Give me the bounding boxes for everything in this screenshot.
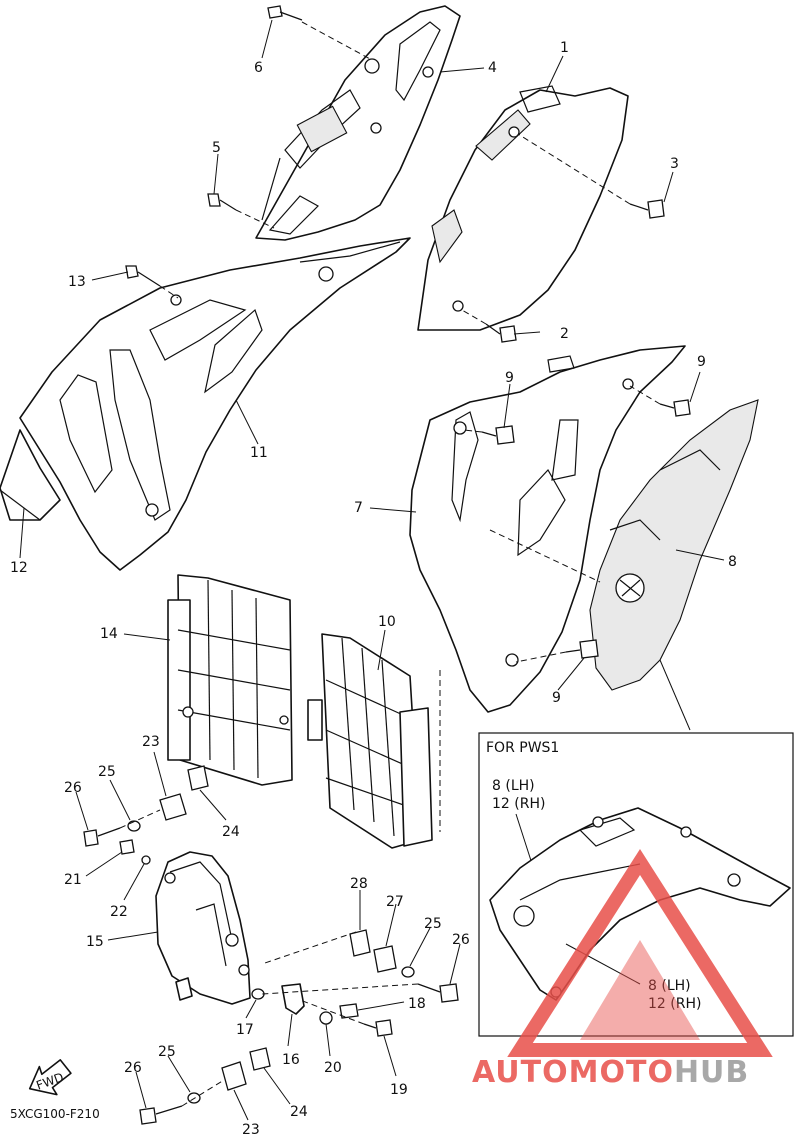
assembly-lines bbox=[119, 21, 661, 1107]
callout-19: 19 bbox=[390, 1082, 408, 1098]
watermark-inner-triangle-icon bbox=[580, 940, 700, 1040]
callout-26c: 26 bbox=[124, 1060, 142, 1076]
part-11-left-shroud bbox=[19, 237, 411, 571]
callout-28: 28 bbox=[350, 876, 368, 892]
watermark-text-secondary: HUB bbox=[674, 1055, 749, 1090]
callout-13: 13 bbox=[68, 274, 86, 290]
callout-26b: 26 bbox=[452, 932, 470, 948]
callout-14: 14 bbox=[100, 626, 118, 642]
hardware-bolts bbox=[83, 5, 691, 1125]
callout-3: 3 bbox=[670, 156, 679, 172]
callout-2: 2 bbox=[560, 326, 569, 342]
callout-8: 8 bbox=[728, 554, 737, 570]
inset-label-top-2: 12 (RH) bbox=[492, 796, 545, 812]
callout-23a: 23 bbox=[142, 734, 160, 750]
part-12-left-graphic bbox=[0, 429, 61, 521]
callout-22: 22 bbox=[110, 904, 128, 920]
leader-lines bbox=[19, 19, 725, 1121]
part-8-right-graphic bbox=[589, 399, 759, 691]
part-4-side-cover bbox=[255, 5, 461, 241]
callout-18: 18 bbox=[408, 996, 426, 1012]
fwd-arrow: FWD bbox=[28, 1059, 72, 1096]
callout-1: 1 bbox=[560, 40, 569, 56]
callout-20: 20 bbox=[324, 1060, 342, 1076]
callout-16: 16 bbox=[282, 1052, 300, 1068]
callout-9b: 9 bbox=[697, 354, 706, 370]
inset-label-top-1: 8 (LH) bbox=[492, 778, 535, 794]
callout-9a: 9 bbox=[505, 370, 514, 386]
inset-label-bottom-2: 12 (RH) bbox=[648, 996, 701, 1012]
part-14-radiator-guard bbox=[167, 574, 293, 786]
callout-21: 21 bbox=[64, 872, 82, 888]
inset-pws1: FOR PWS1 8 (LH) 12 (RH) 8 (LH) 12 (RH) bbox=[478, 732, 794, 1037]
callout-7: 7 bbox=[354, 500, 363, 516]
callout-25c: 25 bbox=[158, 1044, 176, 1060]
callout-4: 4 bbox=[488, 60, 497, 76]
callout-25a: 25 bbox=[98, 764, 116, 780]
part-10-radiator-guard bbox=[307, 633, 433, 849]
inset-label-bottom-1: 8 (LH) bbox=[648, 978, 691, 994]
callout-9c: 9 bbox=[552, 690, 561, 706]
callout-23b: 23 bbox=[242, 1122, 260, 1134]
watermark-logo: AUTOMOTOHUB bbox=[472, 848, 773, 1090]
svg-text:AUTOMOTOHUB: AUTOMOTOHUB bbox=[472, 1055, 749, 1090]
inset-title: FOR PWS1 bbox=[486, 740, 559, 756]
part-1-number-plate bbox=[417, 85, 629, 331]
callout-17: 17 bbox=[236, 1022, 254, 1038]
callout-10: 10 bbox=[378, 614, 396, 630]
callout-12: 12 bbox=[10, 560, 28, 576]
drawing-code: 5XCG100-F210 bbox=[10, 1107, 100, 1121]
callout-11: 11 bbox=[250, 445, 268, 461]
watermark-text-primary: AUTOMOTO bbox=[472, 1055, 674, 1090]
callout-27: 27 bbox=[386, 894, 404, 910]
callout-25b: 25 bbox=[424, 916, 442, 932]
callout-26a: 26 bbox=[64, 780, 82, 796]
callout-numbers: 1 2 3 4 5 6 7 8 9 9 9 10 11 12 13 14 15 … bbox=[10, 40, 737, 1134]
callout-5: 5 bbox=[212, 140, 221, 156]
callout-24b: 24 bbox=[290, 1104, 308, 1120]
part-7-right-shroud bbox=[409, 345, 686, 713]
callout-24a: 24 bbox=[222, 824, 240, 840]
callout-6: 6 bbox=[254, 60, 263, 76]
callout-15: 15 bbox=[86, 934, 104, 950]
inset-graphic bbox=[489, 807, 791, 1001]
part-15-cover bbox=[155, 851, 251, 1005]
watermark-triangle-icon bbox=[507, 848, 773, 1057]
